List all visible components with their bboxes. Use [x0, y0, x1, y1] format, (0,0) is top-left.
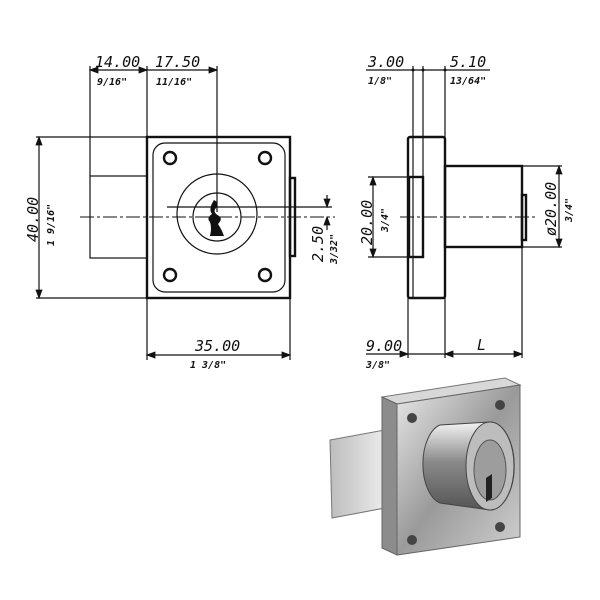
dim-flange-inch: 1/8" [368, 76, 392, 87]
dim-depth-inch: 3/8" [365, 360, 390, 371]
screw-hole [162, 150, 178, 166]
dim-length-label: L [477, 336, 486, 354]
dim-bolt-width-inch: 9/16" [97, 77, 127, 88]
photo-bolt [329, 429, 386, 519]
photo-keyway-icon [486, 474, 492, 502]
dimension-dot [443, 68, 447, 72]
lock-photo [329, 377, 522, 556]
dim-width-inch: 1 3/8" [190, 360, 226, 371]
dim-plate-inch: 13/64" [450, 76, 486, 87]
keyway-icon [208, 200, 224, 236]
screw-hole [257, 267, 273, 283]
photo-screw-hole [495, 400, 505, 410]
photo-screw-hole [407, 413, 417, 423]
dim-center-offset-inch: 11/16" [156, 77, 192, 88]
dim-center-offset-metric: 17.50 [155, 53, 200, 71]
photo-screw-hole [407, 535, 417, 545]
screw-hole [162, 267, 178, 283]
dim-flange-metric: 3.00 [367, 53, 404, 71]
photo-plate-side-edge [381, 396, 398, 556]
dim-bolt-height-inch: 3/4" [380, 208, 391, 233]
dim-cylinder-dia-inch: 3/4" [564, 198, 575, 223]
dim-depth-metric: 9.00 [366, 337, 402, 355]
dim-height-metric: 40.00 [24, 197, 42, 242]
photo-screw-hole [495, 522, 505, 532]
dim-key-offset-inch: 3/32" [329, 234, 340, 265]
photo-cylinder-core [473, 439, 507, 501]
side-view: 3.00 1/8" 5.10 13/64" 20.00 3/4" ø20.00 … [358, 53, 575, 371]
dim-bolt-height-metric: 20.00 [358, 200, 376, 245]
dim-width-metric: 35.00 [194, 337, 240, 355]
dim-cylinder-dia-metric: ø20.00 [542, 182, 560, 236]
front-view: 14.00 9/16" 17.50 11/16" 40.00 1 9/16" 2… [24, 53, 340, 371]
side-cylinder-outline [443, 164, 524, 249]
dim-bolt-width-metric: 14.00 [95, 53, 140, 71]
dim-key-offset-metric: 2.50 [309, 226, 327, 262]
dim-plate-metric: 5.10 [450, 53, 486, 71]
dimension-dot [421, 68, 425, 72]
dimension-dot [411, 68, 415, 72]
dim-height-inch: 1 9/16" [46, 204, 57, 246]
screw-hole [257, 150, 273, 166]
